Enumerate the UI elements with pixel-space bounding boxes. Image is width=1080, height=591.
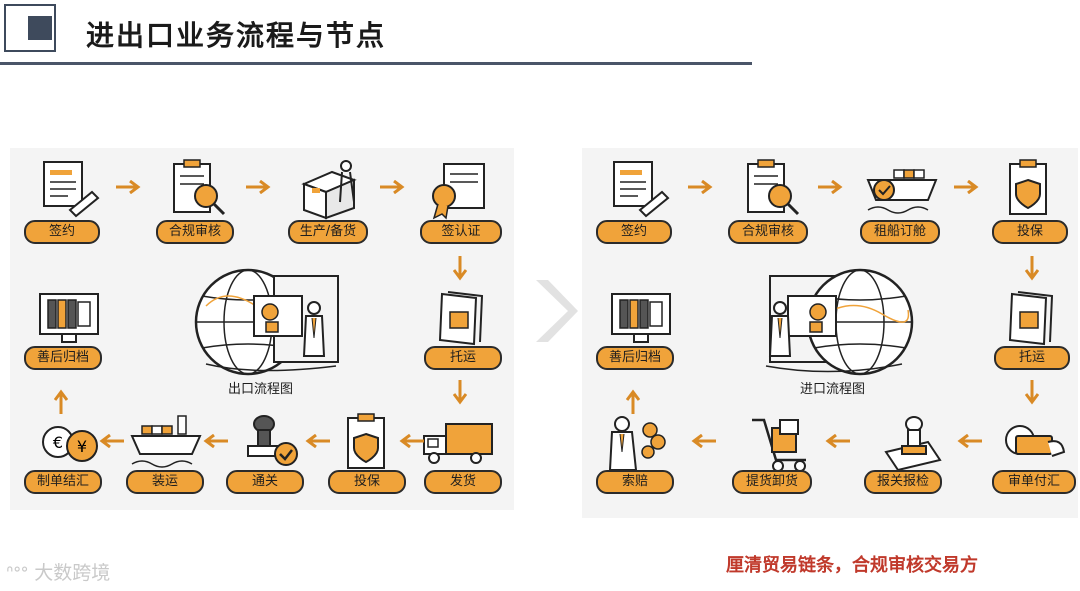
step-deliver-label: 发货 bbox=[424, 470, 502, 494]
step-pickup-label: 提货卸货 bbox=[732, 470, 812, 494]
step-insure-label: 投保 bbox=[328, 470, 406, 494]
globe-businessman-icon bbox=[194, 268, 339, 376]
globe-businessman-icon bbox=[765, 268, 914, 376]
archive-monitor-icon bbox=[611, 293, 671, 343]
customs-stamp-icon bbox=[247, 415, 298, 466]
step-archive-label: 善后归档 bbox=[596, 346, 674, 370]
export-flow-panel: 签约 合规审核 生产/备货 签认证 托运 bbox=[10, 148, 514, 510]
arrow-down-icon bbox=[1025, 256, 1039, 281]
chevron-right-icon bbox=[536, 280, 578, 342]
clipboard-review-icon bbox=[173, 159, 226, 216]
declare-stamp-icon bbox=[884, 416, 942, 472]
slogan: 厘清贸易链条，合规审核交易方 bbox=[726, 555, 978, 576]
step-sign-label: 签约 bbox=[24, 220, 100, 244]
import-flow-panel: 签约 合规审核 租船订舱 投保 托运 审单付汇 报关报检 bbox=[582, 148, 1078, 518]
step-certification-label: 签认证 bbox=[420, 220, 502, 244]
step-review-label: 合规审核 bbox=[156, 220, 234, 244]
import-center-caption: 进口流程图 bbox=[800, 382, 866, 397]
step-insure-label: 投保 bbox=[992, 220, 1068, 244]
arrow-down-icon bbox=[453, 256, 467, 281]
step-customs-label: 通关 bbox=[226, 470, 304, 494]
arrow-right-icon bbox=[116, 180, 141, 194]
arrow-left-icon bbox=[305, 434, 330, 448]
clipboard-review-icon bbox=[747, 159, 800, 216]
step-production-label: 生产/备货 bbox=[288, 220, 368, 244]
contract-sign-icon bbox=[43, 161, 100, 218]
arrow-left-icon bbox=[203, 434, 228, 448]
arrow-left-icon bbox=[825, 434, 850, 448]
step-claim-label: 索赔 bbox=[596, 470, 674, 494]
step-charter-label: 租船订舱 bbox=[860, 220, 940, 244]
archive-monitor-icon bbox=[39, 293, 99, 343]
watermark-text: 大数跨境 bbox=[34, 562, 111, 584]
arrow-right-icon bbox=[954, 180, 979, 194]
arrow-left-icon bbox=[957, 434, 982, 448]
arrow-down-icon bbox=[1025, 380, 1039, 405]
step-payment-label: 审单付汇 bbox=[992, 470, 1076, 494]
watermark: ᐢᐤᐤ 大数跨境 bbox=[6, 558, 110, 585]
certificate-icon bbox=[432, 163, 485, 220]
step-declare-label: 报关报检 bbox=[864, 470, 942, 494]
consign-document-icon bbox=[438, 291, 484, 346]
insurance-clipboard-icon bbox=[347, 413, 385, 469]
step-sign-label: 签约 bbox=[596, 220, 672, 244]
currency-exchange-icon: € ¥ bbox=[42, 426, 98, 462]
arrow-right-icon bbox=[688, 180, 713, 194]
delivery-truck-icon bbox=[423, 423, 493, 464]
export-center-caption: 出口流程图 bbox=[228, 382, 294, 397]
arrow-up-icon bbox=[54, 389, 68, 414]
arrow-right-icon bbox=[380, 180, 405, 194]
arrow-right-icon bbox=[818, 180, 843, 194]
arrow-down-icon bbox=[453, 380, 467, 405]
step-verify-label: 制单结汇 bbox=[24, 470, 102, 494]
arrow-right-icon bbox=[246, 180, 271, 194]
production-box-icon bbox=[301, 160, 357, 220]
watermark-logo-icon: ᐢᐤᐤ bbox=[6, 562, 35, 584]
contract-sign-icon bbox=[613, 161, 670, 218]
cargo-ship-icon bbox=[130, 415, 202, 468]
svg-text:¥: ¥ bbox=[77, 437, 87, 456]
step-consign-label: 托运 bbox=[424, 346, 502, 370]
step-consign-label: 托运 bbox=[994, 346, 1070, 370]
arrow-up-icon bbox=[626, 389, 640, 414]
step-archive-label: 善后归档 bbox=[24, 346, 102, 370]
handcart-box-icon bbox=[752, 418, 806, 472]
page-title: 进出口业务流程与节点 bbox=[86, 19, 387, 52]
arrow-left-icon bbox=[99, 434, 124, 448]
arrow-left-icon bbox=[691, 434, 716, 448]
header-divider bbox=[0, 62, 752, 65]
cargo-ship-icon bbox=[866, 169, 938, 214]
payment-card-icon bbox=[1005, 425, 1066, 457]
insurance-clipboard-icon bbox=[1009, 159, 1047, 215]
svg-text:€: € bbox=[53, 433, 63, 452]
claim-person-icon bbox=[608, 416, 666, 471]
consign-document-icon bbox=[1008, 291, 1054, 346]
header-square-icon bbox=[28, 16, 52, 40]
step-review-label: 合规审核 bbox=[728, 220, 808, 244]
step-ship-label: 装运 bbox=[126, 470, 204, 494]
arrow-left-icon bbox=[399, 434, 424, 448]
